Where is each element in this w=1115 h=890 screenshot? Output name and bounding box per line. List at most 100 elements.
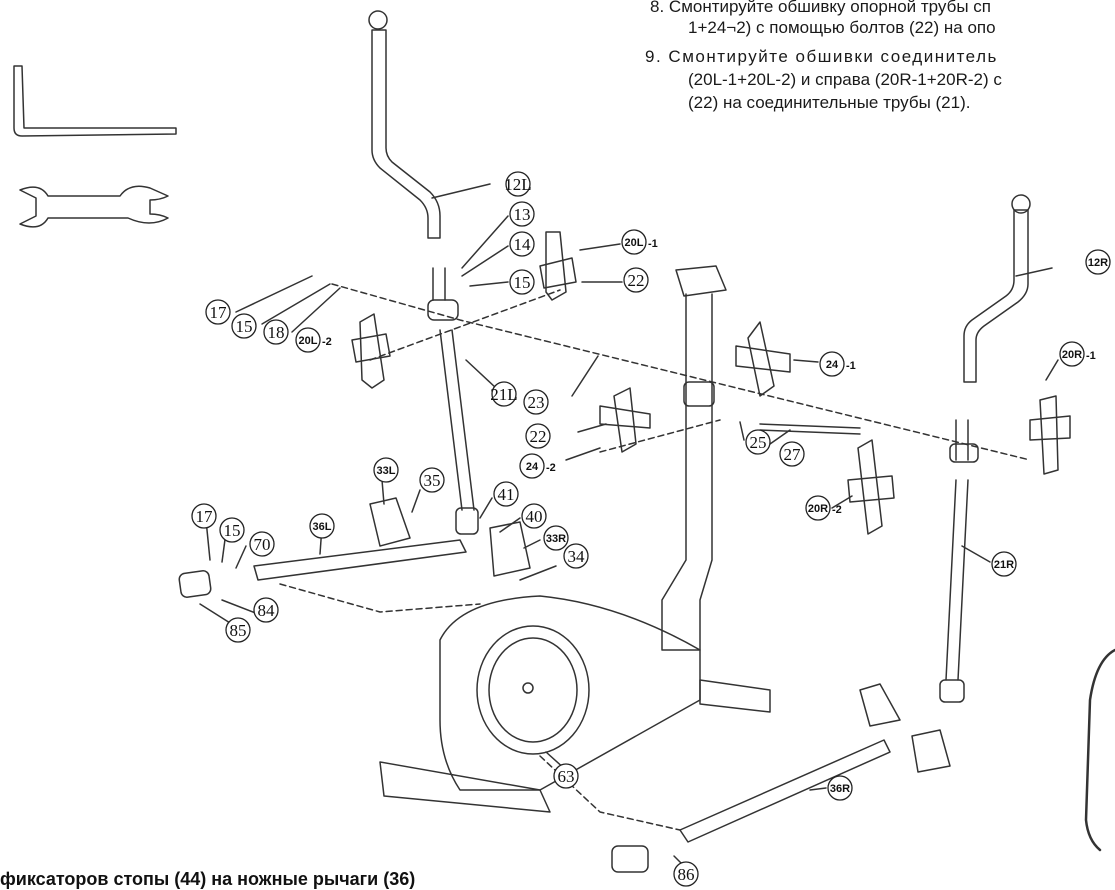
callout-85: 85 (225, 617, 251, 643)
callout-20l-part2: 20L -2 (295, 327, 332, 353)
callout-86: 86 (673, 861, 699, 887)
callout-17: 17 (191, 503, 217, 529)
callout-suffix: -2 (546, 462, 556, 474)
callout-25: 25 (745, 429, 771, 455)
callout-label: 25 (750, 433, 767, 452)
callout-label: 20R (1062, 349, 1082, 361)
callout-label: 12R (1088, 257, 1108, 269)
callout-label: 18 (268, 323, 285, 342)
callout-36r: 36R (827, 775, 853, 801)
callout-label: 22 (530, 427, 547, 446)
callout-label: 13 (514, 205, 531, 224)
callout-label: 33R (546, 533, 566, 545)
callout-17: 17 (205, 299, 231, 325)
left-cover-20L-1 (539, 231, 577, 301)
callout-33l: 33L (373, 457, 399, 483)
callout-12l: 12L (504, 171, 532, 197)
left-connecting-tube-21L (427, 267, 479, 535)
callout-label: 15 (236, 317, 253, 336)
open-wrench-icon (19, 185, 169, 228)
instruction-9-line-1: 9. Смонтируйте обшивки соединитель (645, 47, 998, 67)
instruction-8-number: 8. (650, 0, 665, 16)
callout-label: 36R (830, 783, 850, 795)
instruction-8-line-2: 1+24¬2) с помощью болтов (22) на опо (688, 18, 996, 37)
instruction-9-number: 9. (645, 47, 663, 66)
callout-suffix: -2 (832, 504, 842, 516)
left-cover-20L-2 (351, 313, 391, 389)
callout-label: 41 (498, 485, 515, 504)
callout-label: 35 (424, 471, 441, 490)
callout-22: 22 (525, 423, 551, 449)
callout-label: 20L (299, 335, 318, 347)
callout-label: 85 (230, 621, 247, 640)
callout-12r: 12R (1085, 249, 1111, 275)
callout-label: 34 (568, 547, 586, 566)
instruction-8-line-1: 8. Смонтируйте обшивку опорной трубы сп (650, 0, 991, 17)
callout-23: 23 (523, 389, 549, 415)
callout-label: 23 (528, 393, 545, 412)
callout-label: 20L (625, 237, 644, 249)
callout-label: 24 (526, 461, 539, 473)
frame-housing (379, 595, 771, 813)
callout-label: 17 (210, 303, 228, 322)
callout-15: 15 (219, 517, 245, 543)
callout-21l: 21L (490, 381, 518, 407)
callout-22: 22 (623, 267, 649, 293)
callout-label: 33L (377, 465, 396, 477)
center-cover-24-1 (735, 321, 791, 397)
left-handlebar-12L (368, 10, 441, 239)
callout-label: 14 (514, 235, 532, 254)
callout-label: 20R (808, 503, 828, 515)
callout-label: 27 (784, 445, 802, 464)
callout-label: 17 (196, 507, 214, 526)
callout-27: 27 (779, 441, 805, 467)
callout-label: 70 (254, 535, 271, 554)
callout-15: 15 (509, 269, 535, 295)
callout-label: 21R (994, 559, 1014, 571)
instruction-9-line-2: (20L-1+20L-2) и справа (20R-1+20R-2) с (688, 70, 1002, 89)
callout-70: 70 (249, 531, 275, 557)
callout-label: 24 (826, 359, 839, 371)
right-cover-20R-1 (1029, 395, 1071, 475)
callout-label: 86 (678, 865, 695, 884)
callout-label: 21L (490, 385, 517, 404)
callout-84: 84 (253, 597, 279, 623)
allen-key-icon (13, 65, 177, 137)
callout-18: 18 (263, 319, 289, 345)
callout-41: 41 (493, 481, 519, 507)
bottom-caption: фиксаторов стопы (44) на ножные рычаги (… (0, 869, 416, 889)
callout-20r-part1: 20R -1 (1059, 341, 1096, 367)
callout-63: 63 (553, 763, 579, 789)
right-connecting-tube-21R (939, 419, 979, 703)
left-pedal-arm-36L (178, 497, 531, 598)
callout-24-part1: 24-1 (819, 351, 856, 377)
instruction-9-text: Смонтируйте обшивки соединитель (668, 47, 998, 66)
callout-label: 63 (558, 767, 575, 786)
callout-label: 36L (313, 521, 332, 533)
center-mast-25 (661, 265, 861, 651)
right-cover-20R-2 (847, 439, 895, 535)
callout-36l: 36L (309, 513, 335, 539)
callout-24-part2: 24 -2 (519, 453, 556, 479)
callout-suffix: -2 (322, 336, 332, 348)
callout-21r: 21R (991, 551, 1017, 577)
right-pedal-arm-36R (611, 683, 951, 873)
callout-13: 13 (509, 201, 535, 227)
instruction-8-text: Смонтируйте обшивку опорной трубы сп (668, 0, 992, 16)
callout-40: 40 (521, 503, 547, 529)
callout-15: 15 (231, 313, 257, 339)
callout-suffix: -1 (1086, 350, 1096, 362)
callout-label: 12L (504, 175, 531, 194)
callout-34: 34 (563, 543, 589, 569)
callout-20r-part2: 20R -2 (805, 495, 842, 521)
callout-label: 84 (258, 601, 276, 620)
center-cover-24-2 (599, 387, 651, 453)
callout-35: 35 (419, 467, 445, 493)
right-handlebar-12R (963, 194, 1031, 383)
callout-label: 15 (514, 273, 531, 292)
callout-14: 14 (509, 231, 535, 257)
callout-suffix: -1 (648, 238, 658, 250)
callout-label: 15 (224, 521, 241, 540)
callout-label: 40 (526, 507, 543, 526)
